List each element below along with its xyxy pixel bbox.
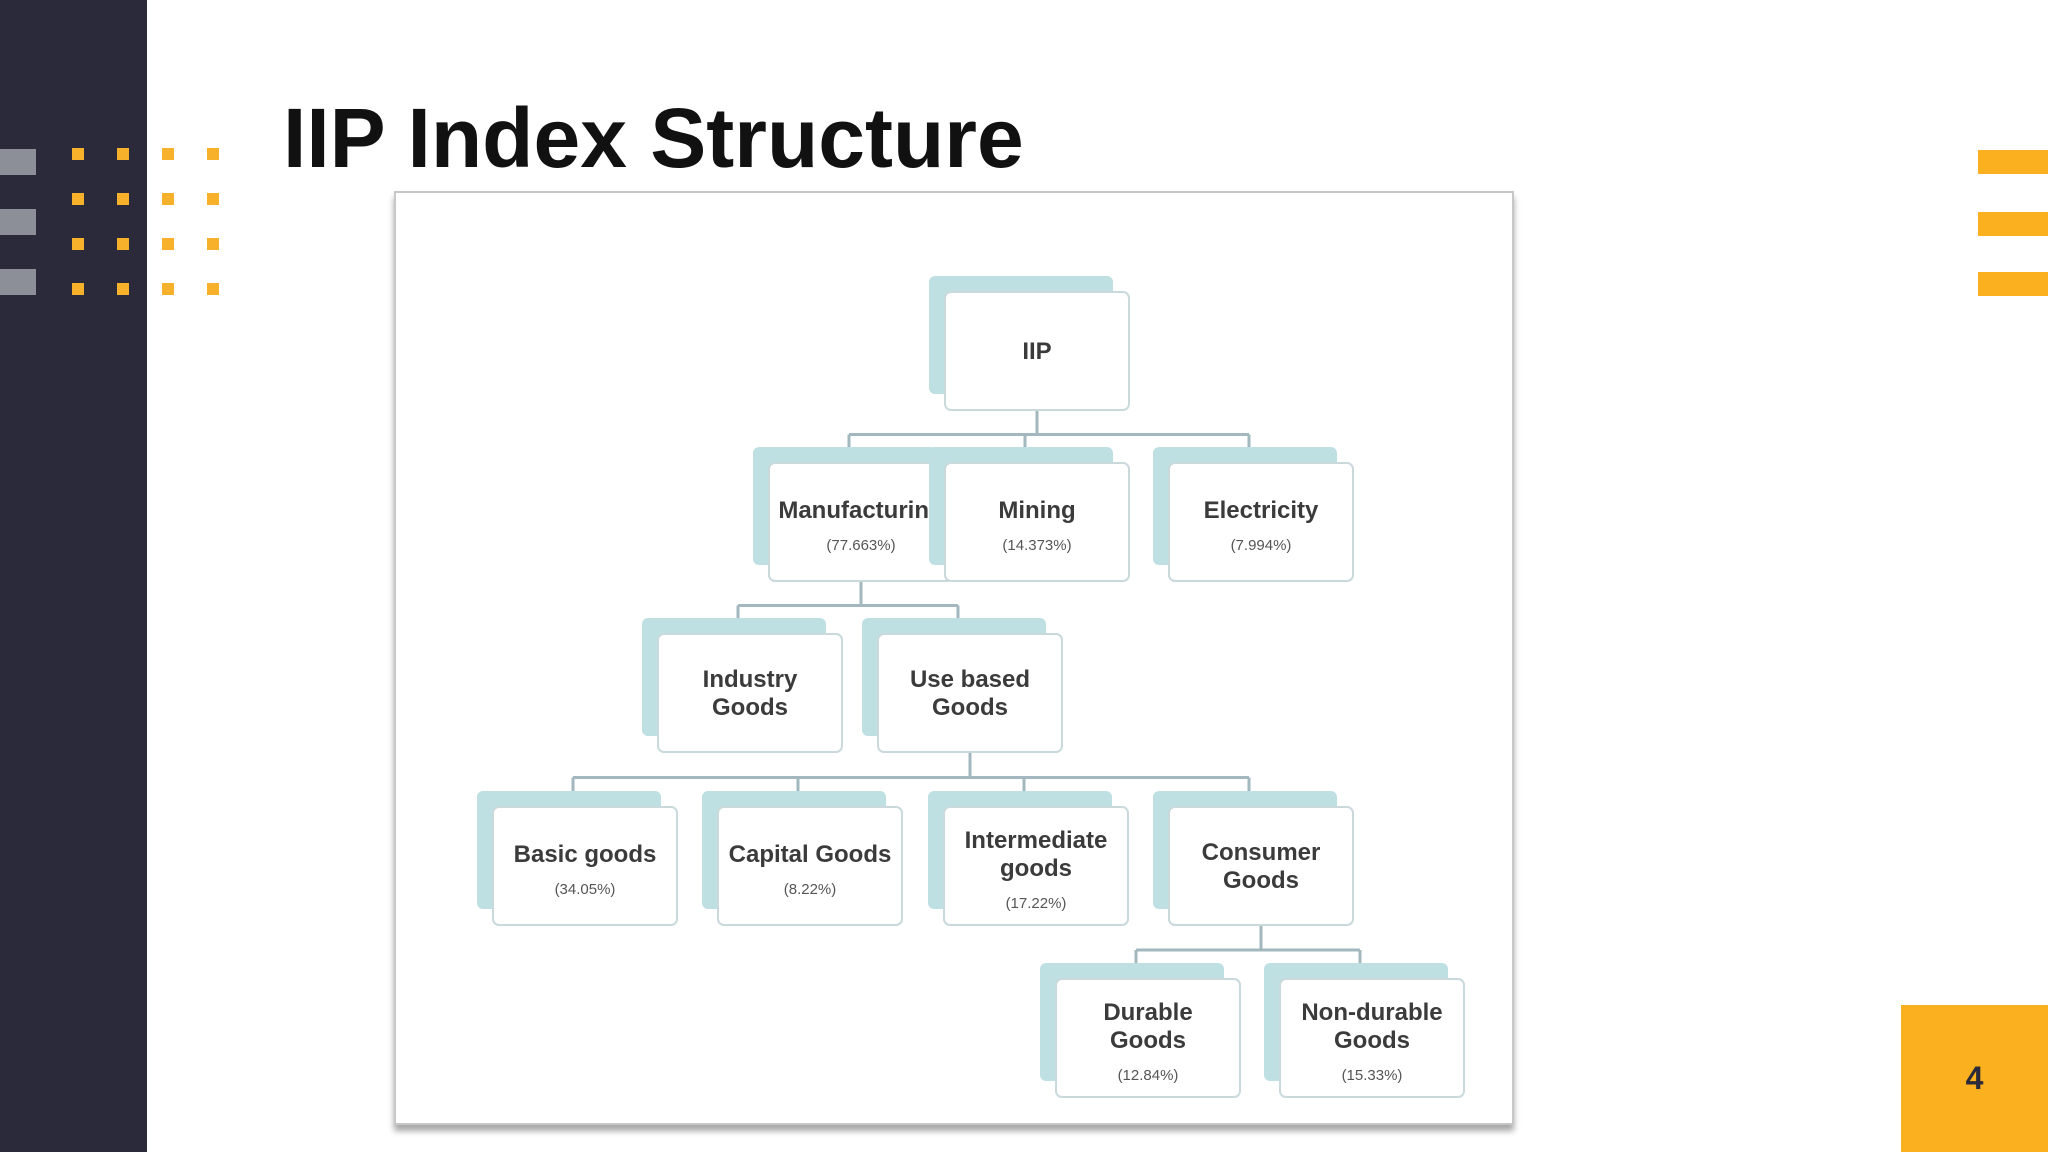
node-weight: (12.84%) [1118, 1067, 1179, 1084]
page-number-badge: 4 [1901, 1005, 2048, 1152]
page-title: IIP Index Structure [283, 91, 1024, 185]
node-label: Electricity [1204, 497, 1319, 524]
decor-dot [117, 148, 129, 160]
yellow-bar [1978, 272, 2048, 296]
node-label: Basic goods [514, 841, 657, 868]
node-label: IIP [1022, 338, 1051, 365]
node-box [943, 806, 1129, 926]
node-label: Consumer [1202, 839, 1321, 866]
grey-bar [0, 149, 36, 175]
node-label: Goods [712, 694, 788, 721]
sidebar-panel [0, 0, 147, 1152]
node-label: Capital Goods [729, 841, 892, 868]
decor-dot [162, 283, 174, 295]
decor-dot [72, 238, 84, 250]
node-label: Non-durable [1301, 999, 1442, 1026]
node-weight: (17.22%) [1006, 895, 1067, 912]
node-mining: Mining (14.373%) [929, 447, 1130, 582]
yellow-bar [1978, 150, 2048, 174]
node-box [944, 291, 1130, 411]
node-weight: (77.663%) [826, 537, 895, 554]
decor-dot [162, 148, 174, 160]
node-box [877, 633, 1063, 753]
node-label: Durable [1103, 999, 1192, 1026]
node-basic: Basic goods (34.05%) [477, 791, 678, 926]
iip-hierarchy-diagram: IIP Manufacturing (77.663%) Mining (14.373%)… [477, 276, 1465, 1098]
node-label: Use based [910, 666, 1030, 693]
decor-dot [117, 193, 129, 205]
node-electricity: Electricity (7.994%) [1153, 447, 1354, 582]
decor-dot [72, 148, 84, 160]
node-label: Goods [932, 694, 1008, 721]
decor-dot [117, 238, 129, 250]
decor-dot [72, 193, 84, 205]
grey-bar [0, 209, 36, 235]
decor-dot [207, 193, 219, 205]
node-manufacturing: Manufacturing (77.663%) [753, 447, 954, 582]
node-label: Mining [998, 497, 1075, 524]
node-box [1168, 462, 1354, 582]
node-label: Goods [1223, 867, 1299, 894]
node-box [492, 806, 678, 926]
node-weight: (8.22%) [784, 881, 837, 898]
node-weight: (7.994%) [1231, 537, 1292, 554]
grey-bar [0, 269, 36, 295]
node-weight: (34.05%) [555, 881, 616, 898]
node-box [1168, 806, 1354, 926]
node-box [944, 462, 1130, 582]
decor-dot [162, 238, 174, 250]
node-box [1279, 978, 1465, 1098]
node-weight: (14.373%) [1002, 537, 1071, 554]
decor-dot [162, 193, 174, 205]
node-box [1055, 978, 1241, 1098]
node-label: goods [1000, 855, 1072, 882]
diagram-frame: IIP Manufacturing (77.663%) Mining (14.373%)… [394, 191, 1514, 1125]
page-number: 4 [1965, 1060, 1984, 1096]
node-label: Industry [703, 666, 798, 693]
node-box [717, 806, 903, 926]
node-box [657, 633, 843, 753]
decor-dot [207, 283, 219, 295]
decor-dot [117, 283, 129, 295]
yellow-bar [1978, 212, 2048, 236]
decor-dot [207, 238, 219, 250]
decor-dot [72, 283, 84, 295]
node-iip: IIP [929, 276, 1130, 411]
node-label: Goods [1110, 1027, 1186, 1054]
node-label: Goods [1334, 1027, 1410, 1054]
node-weight: (15.33%) [1342, 1067, 1403, 1084]
node-label: Manufacturing [778, 497, 943, 524]
node-label: Intermediate [965, 827, 1108, 854]
node-capital: Capital Goods (8.22%) [702, 791, 903, 926]
decor-dot [207, 148, 219, 160]
